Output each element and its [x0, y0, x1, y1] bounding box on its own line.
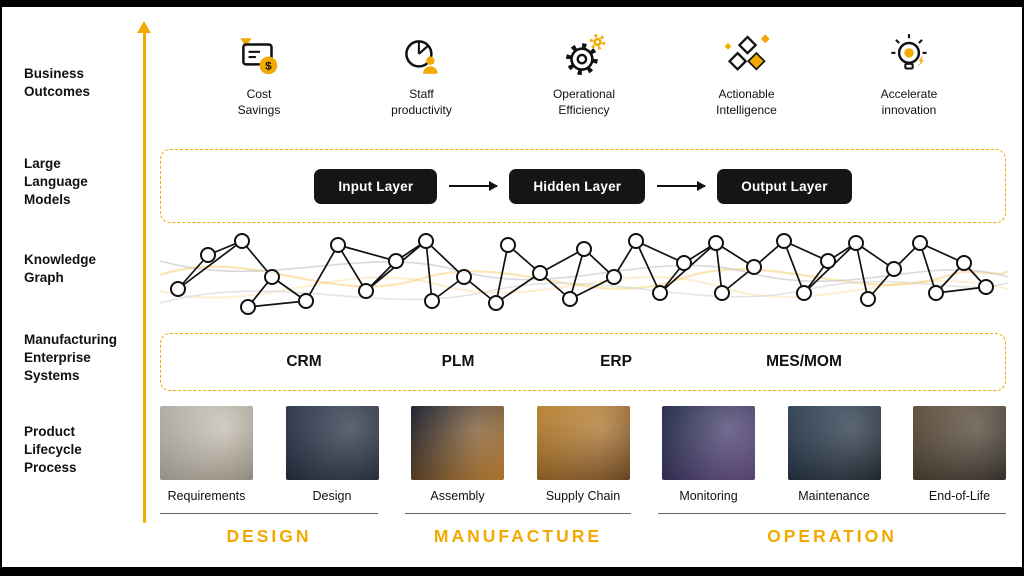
- output-layer-node: Output Layer: [717, 168, 852, 204]
- phase-operation: OPERATION: [658, 513, 1006, 547]
- arrow-right-icon: [449, 180, 499, 191]
- knowledge-graph-canvas: [159, 233, 1009, 315]
- maintenance-image: [787, 406, 881, 480]
- lifecycle-row: Requirements Design Assembly Supply Chai…: [160, 406, 1006, 503]
- outcome-cost-savings: $ Cost Savings: [196, 31, 322, 118]
- row-label-llm: Large Language Models: [24, 156, 88, 208]
- stage-monitoring: Monitoring: [662, 406, 755, 503]
- row-label-business-outcomes: Business Outcomes: [24, 66, 91, 100]
- phase-row: DESIGN MANUFACTURE OPERATION: [160, 513, 1006, 547]
- end-of-life-image: [913, 406, 1006, 480]
- wave-strand: [159, 280, 1009, 304]
- operational-efficiency-icon: [566, 34, 606, 75]
- requirements-image: [160, 406, 253, 480]
- wave-strand: [159, 260, 1009, 283]
- input-layer-node: Input Layer: [314, 168, 438, 204]
- svg-text:$: $: [265, 61, 272, 73]
- business-outcomes-row: $ Cost Savings Staff productivity: [160, 31, 1008, 118]
- system-mes-mom: MES/MOM: [766, 353, 842, 370]
- actionable-intelligence-icon: [724, 34, 770, 71]
- hidden-layer-node: Hidden Layer: [509, 168, 646, 204]
- stage-requirements: Requirements: [160, 406, 253, 503]
- stage-caption: Design: [312, 489, 352, 503]
- arrow-right-icon: [657, 180, 707, 191]
- stage-caption: Maintenance: [798, 489, 870, 503]
- stage-caption: End-of-Life: [928, 489, 991, 503]
- outcome-accelerate-innovation: Accelerate innovation: [846, 31, 972, 118]
- stage-end-of-life: End-of-Life: [913, 406, 1006, 503]
- stage-supply-chain: Supply Chain: [536, 406, 630, 503]
- row-label-lifecycle: Product Lifecycle Process: [24, 424, 82, 476]
- outcome-label: Staff productivity: [391, 87, 452, 118]
- supply-chain-image: [536, 406, 630, 480]
- timeline-arrow: [137, 21, 151, 523]
- arrow-head-icon: [137, 21, 151, 33]
- phase-manufacture: MANUFACTURE: [405, 513, 631, 547]
- system-plm: PLM: [441, 353, 475, 370]
- outcome-label: Actionable Intelligence: [716, 87, 777, 118]
- cost-savings-icon: $: [240, 38, 278, 75]
- enterprise-systems-box: CRM PLM ERP MES/MOM: [160, 333, 1006, 391]
- system-erp: ERP: [600, 353, 632, 370]
- outcome-label: Cost Savings: [237, 87, 281, 118]
- assembly-image: [411, 406, 504, 480]
- outcome-operational-efficiency: Operational Efficiency: [521, 31, 647, 118]
- design-image: [285, 406, 379, 480]
- system-crm: CRM: [286, 353, 322, 370]
- stage-caption: Monitoring: [679, 489, 738, 503]
- phase-design: DESIGN: [160, 513, 378, 547]
- outcome-label: Accelerate innovation: [880, 87, 938, 118]
- row-label-enterprise-systems: Manufacturing Enterprise Systems: [24, 332, 117, 384]
- stage-design: Design: [285, 406, 379, 503]
- stage-caption: Requirements: [167, 489, 246, 503]
- llm-layers-box: Input Layer Hidden Layer Output Layer: [160, 149, 1006, 223]
- outcome-staff-productivity: Staff productivity: [359, 31, 485, 118]
- monitoring-image: [662, 406, 755, 480]
- accelerate-innovation-icon: [891, 34, 927, 70]
- outcome-label: Operational Efficiency: [552, 87, 616, 118]
- row-label-knowledge-graph: Knowledge Graph: [24, 252, 97, 286]
- stage-caption: Supply Chain: [545, 489, 621, 503]
- stage-maintenance: Maintenance: [787, 406, 881, 503]
- stage-caption: Assembly: [430, 489, 485, 503]
- stage-assembly: Assembly: [411, 406, 504, 503]
- knowledge-graph: [159, 231, 1009, 327]
- staff-productivity-icon: [404, 40, 438, 74]
- outcome-actionable-intelligence: Actionable Intelligence: [684, 31, 810, 118]
